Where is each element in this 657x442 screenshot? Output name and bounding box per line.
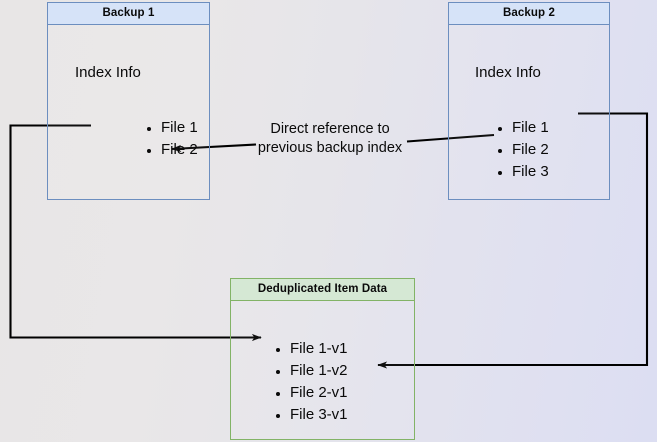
list-item: File 1-v1 <box>275 338 348 360</box>
list-item: File 2-v1 <box>275 382 348 404</box>
box-deduplicated-item-data-header: Deduplicated Item Data <box>231 279 414 301</box>
box-deduplicated-item-data-body: File 1-v1 File 1-v2 File 2-v1 File 3-v1 <box>231 301 414 439</box>
box-backup-1[interactable]: Backup 1 Index Info File 1 File 2 <box>47 2 210 200</box>
list-item: File 2 <box>497 139 549 161</box>
list-item: File 1-v2 <box>275 360 348 382</box>
box-backup-1-file-list: File 1 File 2 <box>146 117 198 161</box>
box-backup-1-caption: Index Info <box>75 64 141 81</box>
list-item: File 3 <box>497 161 549 183</box>
list-item: File 2 <box>146 139 198 161</box>
annotation-direct-reference-line-2: previous backup index <box>257 140 403 156</box>
box-backup-2[interactable]: Backup 2 Index Info File 1 File 2 File 3 <box>448 2 610 200</box>
box-deduplicated-item-data-file-list: File 1-v1 File 1-v2 File 2-v1 File 3-v1 <box>275 338 348 426</box>
annotation-direct-reference-line-1: Direct reference to <box>270 121 390 137</box>
list-item: File 1 <box>497 117 549 139</box>
box-backup-2-caption: Index Info <box>475 64 541 81</box>
box-backup-1-body: Index Info File 1 File 2 <box>48 25 209 199</box>
box-deduplicated-item-data[interactable]: Deduplicated Item Data File 1-v1 File 1-… <box>230 278 415 440</box>
list-item: File 3-v1 <box>275 404 348 426</box>
box-backup-2-file-list: File 1 File 2 File 3 <box>497 117 549 183</box>
box-backup-1-header: Backup 1 <box>48 3 209 25</box>
box-backup-2-header: Backup 2 <box>449 3 609 25</box>
box-backup-2-body: Index Info File 1 File 2 File 3 <box>449 25 609 199</box>
list-item: File 1 <box>146 117 198 139</box>
annotation-direct-reference: Direct reference to previous backup inde… <box>248 120 412 158</box>
